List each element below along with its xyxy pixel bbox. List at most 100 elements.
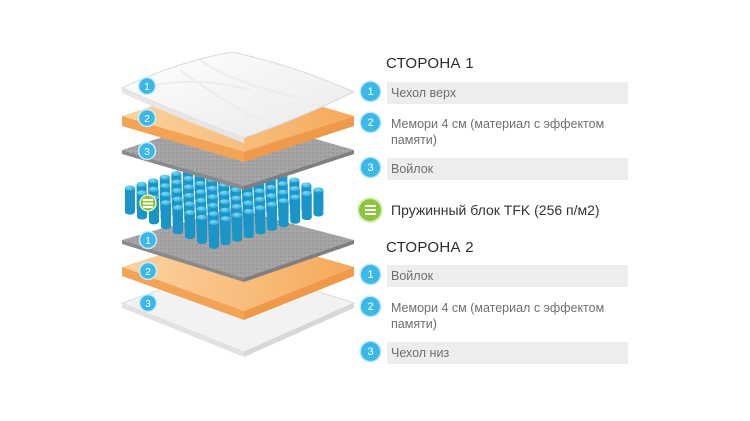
spring-pocket-top <box>183 184 194 190</box>
spring-pocket <box>243 211 254 239</box>
spring-pocket-top <box>267 201 277 207</box>
spring-pocket-top <box>231 204 242 210</box>
spring-pocket-top <box>173 205 183 211</box>
spring-pocket-top <box>160 183 171 189</box>
spring-pocket-top <box>208 211 219 217</box>
spring-pocket <box>255 207 266 235</box>
spring-pocket-top <box>209 219 219 225</box>
spring-pocket <box>173 207 183 235</box>
spring-pocket-top <box>301 182 312 188</box>
spring-pocket-top <box>195 180 206 186</box>
spring-pocket <box>220 218 231 246</box>
layer-label: Мемори 4 см (материал с эффектом памяти) <box>391 301 605 331</box>
spring-pocket <box>209 222 219 249</box>
badge-side1-3: 3 <box>137 141 157 161</box>
spring-pocket-top <box>254 188 265 194</box>
spring-pocket-top <box>301 190 312 197</box>
spring-pocket-top <box>183 175 194 182</box>
spring-pocket-top <box>266 193 277 199</box>
spring-pocket-top <box>185 209 195 216</box>
number-badge: 2 <box>361 297 380 316</box>
spring-block-icon <box>359 199 381 221</box>
badge-side2-3: 3 <box>138 293 158 313</box>
spring-pocket-top <box>196 206 207 212</box>
spring-pocket <box>125 188 135 215</box>
spring-pocket-top <box>219 199 230 205</box>
side2-title: СТОРОНА 2 <box>386 239 474 256</box>
spring-pocket-top <box>231 195 242 201</box>
layer-label: Чехол верх <box>387 82 628 104</box>
side2-item-1: 1 Войлок <box>361 265 628 287</box>
badge-side2-2: 2 <box>138 261 158 281</box>
spring-pocket <box>161 202 171 230</box>
svg-text:1: 1 <box>145 236 151 247</box>
spring-pocket-top <box>220 207 231 213</box>
side1-item-1: 1 Чехол верх <box>361 82 628 104</box>
svg-text:1: 1 <box>144 82 150 93</box>
spring-pocket-top <box>255 205 266 211</box>
spring-pocket-top <box>289 186 300 192</box>
spring-pocket-top <box>184 192 195 199</box>
badge-spring-block-icon <box>139 194 157 212</box>
top-cover-layer <box>120 51 356 143</box>
layer-label: Войлок <box>387 265 628 287</box>
svg-text:2: 2 <box>144 114 150 125</box>
spring-pocket-top <box>171 179 182 185</box>
number-badge: 1 <box>361 265 380 284</box>
spring-pocket-top <box>171 171 182 177</box>
spring-pocket-top <box>197 214 207 220</box>
spring-pocket-top <box>289 177 300 183</box>
spring-pocket-top <box>148 178 159 184</box>
svg-text:3: 3 <box>144 147 150 158</box>
side2-item-3: 3 Чехол низ <box>361 342 628 364</box>
spring-pocket <box>301 193 312 221</box>
spring-pocket <box>232 215 243 242</box>
number-badge: 3 <box>361 342 380 361</box>
spring-pocket-top <box>207 185 218 191</box>
spring-pocket <box>185 212 195 240</box>
spring-pocket-top <box>160 191 171 197</box>
spring-pocket <box>197 217 207 244</box>
side1-title: СТОРОНА 1 <box>386 55 474 72</box>
spring-pocket-top <box>278 189 289 195</box>
spring-pocket-top <box>243 191 253 198</box>
spring-pocket-top <box>172 196 183 202</box>
spring-pocket-top <box>313 187 324 193</box>
spring-pocket-top <box>172 188 183 194</box>
badge-side2-1: 1 <box>138 230 158 250</box>
spring-pocket-top <box>277 181 288 187</box>
number-badge: 1 <box>361 82 380 101</box>
side2-item-2: 2 Мемори 4 см (материал с эффектом памят… <box>361 297 607 335</box>
spring-block-item: Пружинный блок TFK (256 п/м2) <box>359 199 600 221</box>
svg-text:2: 2 <box>145 267 151 278</box>
spring-pocket-top <box>195 189 206 195</box>
spring-pocket <box>290 197 301 224</box>
spring-pocket-top <box>208 202 219 208</box>
spring-block-label: Пружинный блок TFK (256 п/м2) <box>391 202 600 218</box>
spring-pocket-top <box>243 200 254 206</box>
badge-side1-2: 2 <box>137 108 157 128</box>
spring-pocket-top <box>232 212 243 218</box>
number-badge: 2 <box>361 113 380 132</box>
spring-pocket-top <box>290 194 301 200</box>
spring-pocket-top <box>136 181 147 187</box>
spring-pocket-top <box>266 184 277 190</box>
svg-text:3: 3 <box>145 299 151 310</box>
spring-pocket-top <box>184 201 195 207</box>
spring-pocket-top <box>159 174 170 180</box>
layer-label: Войлок <box>387 158 628 180</box>
layer-label: Чехол низ <box>387 342 628 364</box>
spring-pocket-top <box>207 194 218 200</box>
badge-side1-1: 1 <box>137 76 157 96</box>
spring-pocket-top <box>278 198 289 204</box>
side1-item-2: 2 Мемори 4 см (материал с эффектом памят… <box>361 113 607 151</box>
spring-pocket <box>313 189 324 217</box>
spring-pocket-top <box>220 216 231 222</box>
spring-pocket-top <box>137 190 147 196</box>
spring-pocket-top <box>196 197 207 203</box>
spring-pocket-top <box>219 190 230 196</box>
side1-item-3: 3 Войлок <box>361 158 628 180</box>
spring-pocket-top <box>148 186 159 192</box>
spring-pocket-top <box>161 200 171 206</box>
layer-label: Мемори 4 см (материал с эффектом памяти) <box>391 117 605 147</box>
